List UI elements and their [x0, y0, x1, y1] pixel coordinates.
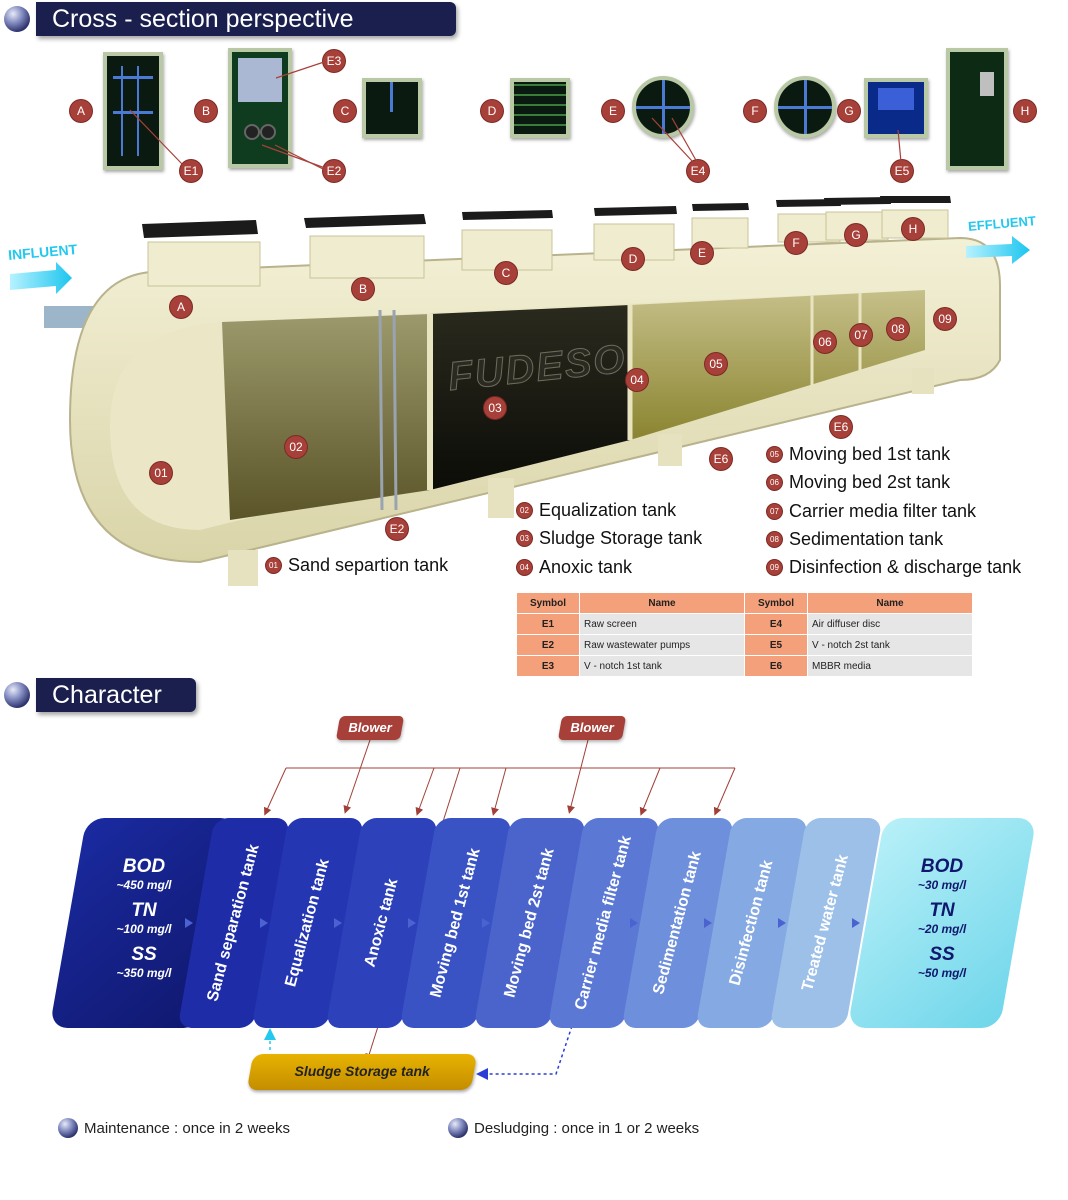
zone-e2: E2 [386, 518, 408, 540]
opening-h: H [902, 218, 924, 240]
table-header: Name [807, 592, 973, 614]
badge-c: C [334, 100, 356, 122]
thumb-d [510, 78, 570, 138]
opening-e: E [691, 242, 713, 264]
zone-05: 05 [705, 353, 727, 375]
table-header-row: Symbol Name Symbol Name [516, 592, 973, 614]
flow-arrow-icon [778, 918, 786, 928]
zone-08: 08 [887, 318, 909, 340]
table-cell: Raw wastewater pumps [579, 634, 745, 656]
badge-e3: E3 [323, 50, 345, 72]
table-cell: E1 [516, 613, 580, 635]
component-table: Symbol Name Symbol Name E1 Raw screen E4… [516, 592, 973, 677]
flow-arrow-icon [704, 918, 712, 928]
zone-09: 09 [934, 308, 956, 330]
table-cell: Air diffuser disc [807, 613, 973, 635]
badge-g: G [838, 100, 860, 122]
thumb-e [632, 76, 694, 138]
table-cell: E6 [744, 655, 808, 677]
effluent-ss-label: SS [929, 944, 955, 965]
zone-02: 02 [285, 436, 307, 458]
badge-e4: E4 [687, 160, 709, 182]
bullet-ball-icon [4, 682, 30, 708]
badge-e5: E5 [891, 160, 913, 182]
effluent-quality-block: BOD ~30 mg/l TN ~20 mg/l SS ~50 mg/l [847, 818, 1037, 1028]
thumb-h [946, 48, 1008, 170]
table-cell: E5 [744, 634, 808, 656]
table-cell: MBBR media [807, 655, 973, 677]
zone-01: 01 [150, 462, 172, 484]
badge-a: A [70, 100, 92, 122]
flow-arrow-icon [482, 918, 490, 928]
badge-e1: E1 [180, 160, 202, 182]
badge-f: F [744, 100, 766, 122]
section-title-cross-section: Cross - section perspective [52, 5, 354, 33]
zone-06: 06 [814, 331, 836, 353]
badge-d: D [481, 100, 503, 122]
flow-arrow-icon [630, 918, 638, 928]
section-title-character: Character [52, 681, 162, 709]
badge-h: H [1014, 100, 1036, 122]
flow-arrow-icon [185, 918, 193, 928]
opening-d: D [622, 248, 644, 270]
table-header: Name [579, 592, 745, 614]
zone-e6-right: E6 [830, 416, 852, 438]
table-row: E2 Raw wastewater pumps E5 V - notch 2st… [516, 634, 973, 656]
effluent-tn-label: TN [929, 900, 955, 921]
opening-g: G [845, 224, 867, 246]
blower-right: Blower [557, 716, 627, 740]
table-header: Symbol [744, 592, 808, 614]
flow-arrow-icon [556, 918, 564, 928]
effluent-bod-value: ~30 mg/l [917, 878, 967, 892]
effluent-bod-label: BOD [920, 856, 964, 877]
badge-e: E [602, 100, 624, 122]
flow-arrow-icon [852, 918, 860, 928]
flow-arrow-icon [408, 918, 416, 928]
influent-bod-value: ~450 mg/l [116, 878, 172, 892]
cross-section-header: Cross - section perspective [0, 0, 460, 38]
opening-b: B [352, 278, 374, 300]
table-row: E3 V - notch 1st tank E6 MBBR media [516, 655, 973, 677]
table-cell: V - notch 2st tank [807, 634, 973, 656]
table-cell: E3 [516, 655, 580, 677]
character-header: Character [0, 676, 210, 714]
zone-04: 04 [626, 369, 648, 391]
influent-bod-label: BOD [122, 856, 166, 877]
bullet-ball-icon [4, 6, 30, 32]
opening-c: C [495, 262, 517, 284]
zone-03: 03 [484, 397, 506, 419]
badge-e2-top: E2 [323, 160, 345, 182]
bullet-ball-icon [448, 1118, 468, 1138]
bullet-ball-icon [58, 1118, 78, 1138]
table-header: Symbol [516, 592, 580, 614]
thumb-c [362, 78, 422, 138]
sludge-storage-block: Sludge Storage tank [246, 1054, 478, 1090]
zone-07: 07 [850, 324, 872, 346]
table-cell: Raw screen [579, 613, 745, 635]
opening-f: F [785, 232, 807, 254]
blower-left: Blower [335, 716, 405, 740]
thumb-f [774, 76, 836, 138]
table-cell: E4 [744, 613, 808, 635]
tank-drawing [10, 196, 1030, 586]
badge-b: B [195, 100, 217, 122]
effluent-ss-value: ~50 mg/l [917, 966, 967, 980]
table-row: E1 Raw screen E4 Air diffuser disc [516, 613, 973, 635]
table-cell: E2 [516, 634, 580, 656]
thumb-g [864, 78, 928, 138]
thumbnail-leader-lines [129, 61, 902, 171]
effluent-tn-value: ~20 mg/l [917, 922, 967, 936]
flow-arrow-icon [334, 918, 342, 928]
opening-a: A [170, 296, 192, 318]
table-cell: V - notch 1st tank [579, 655, 745, 677]
zone-e6-left: E6 [710, 448, 732, 470]
flow-arrow-icon [260, 918, 268, 928]
